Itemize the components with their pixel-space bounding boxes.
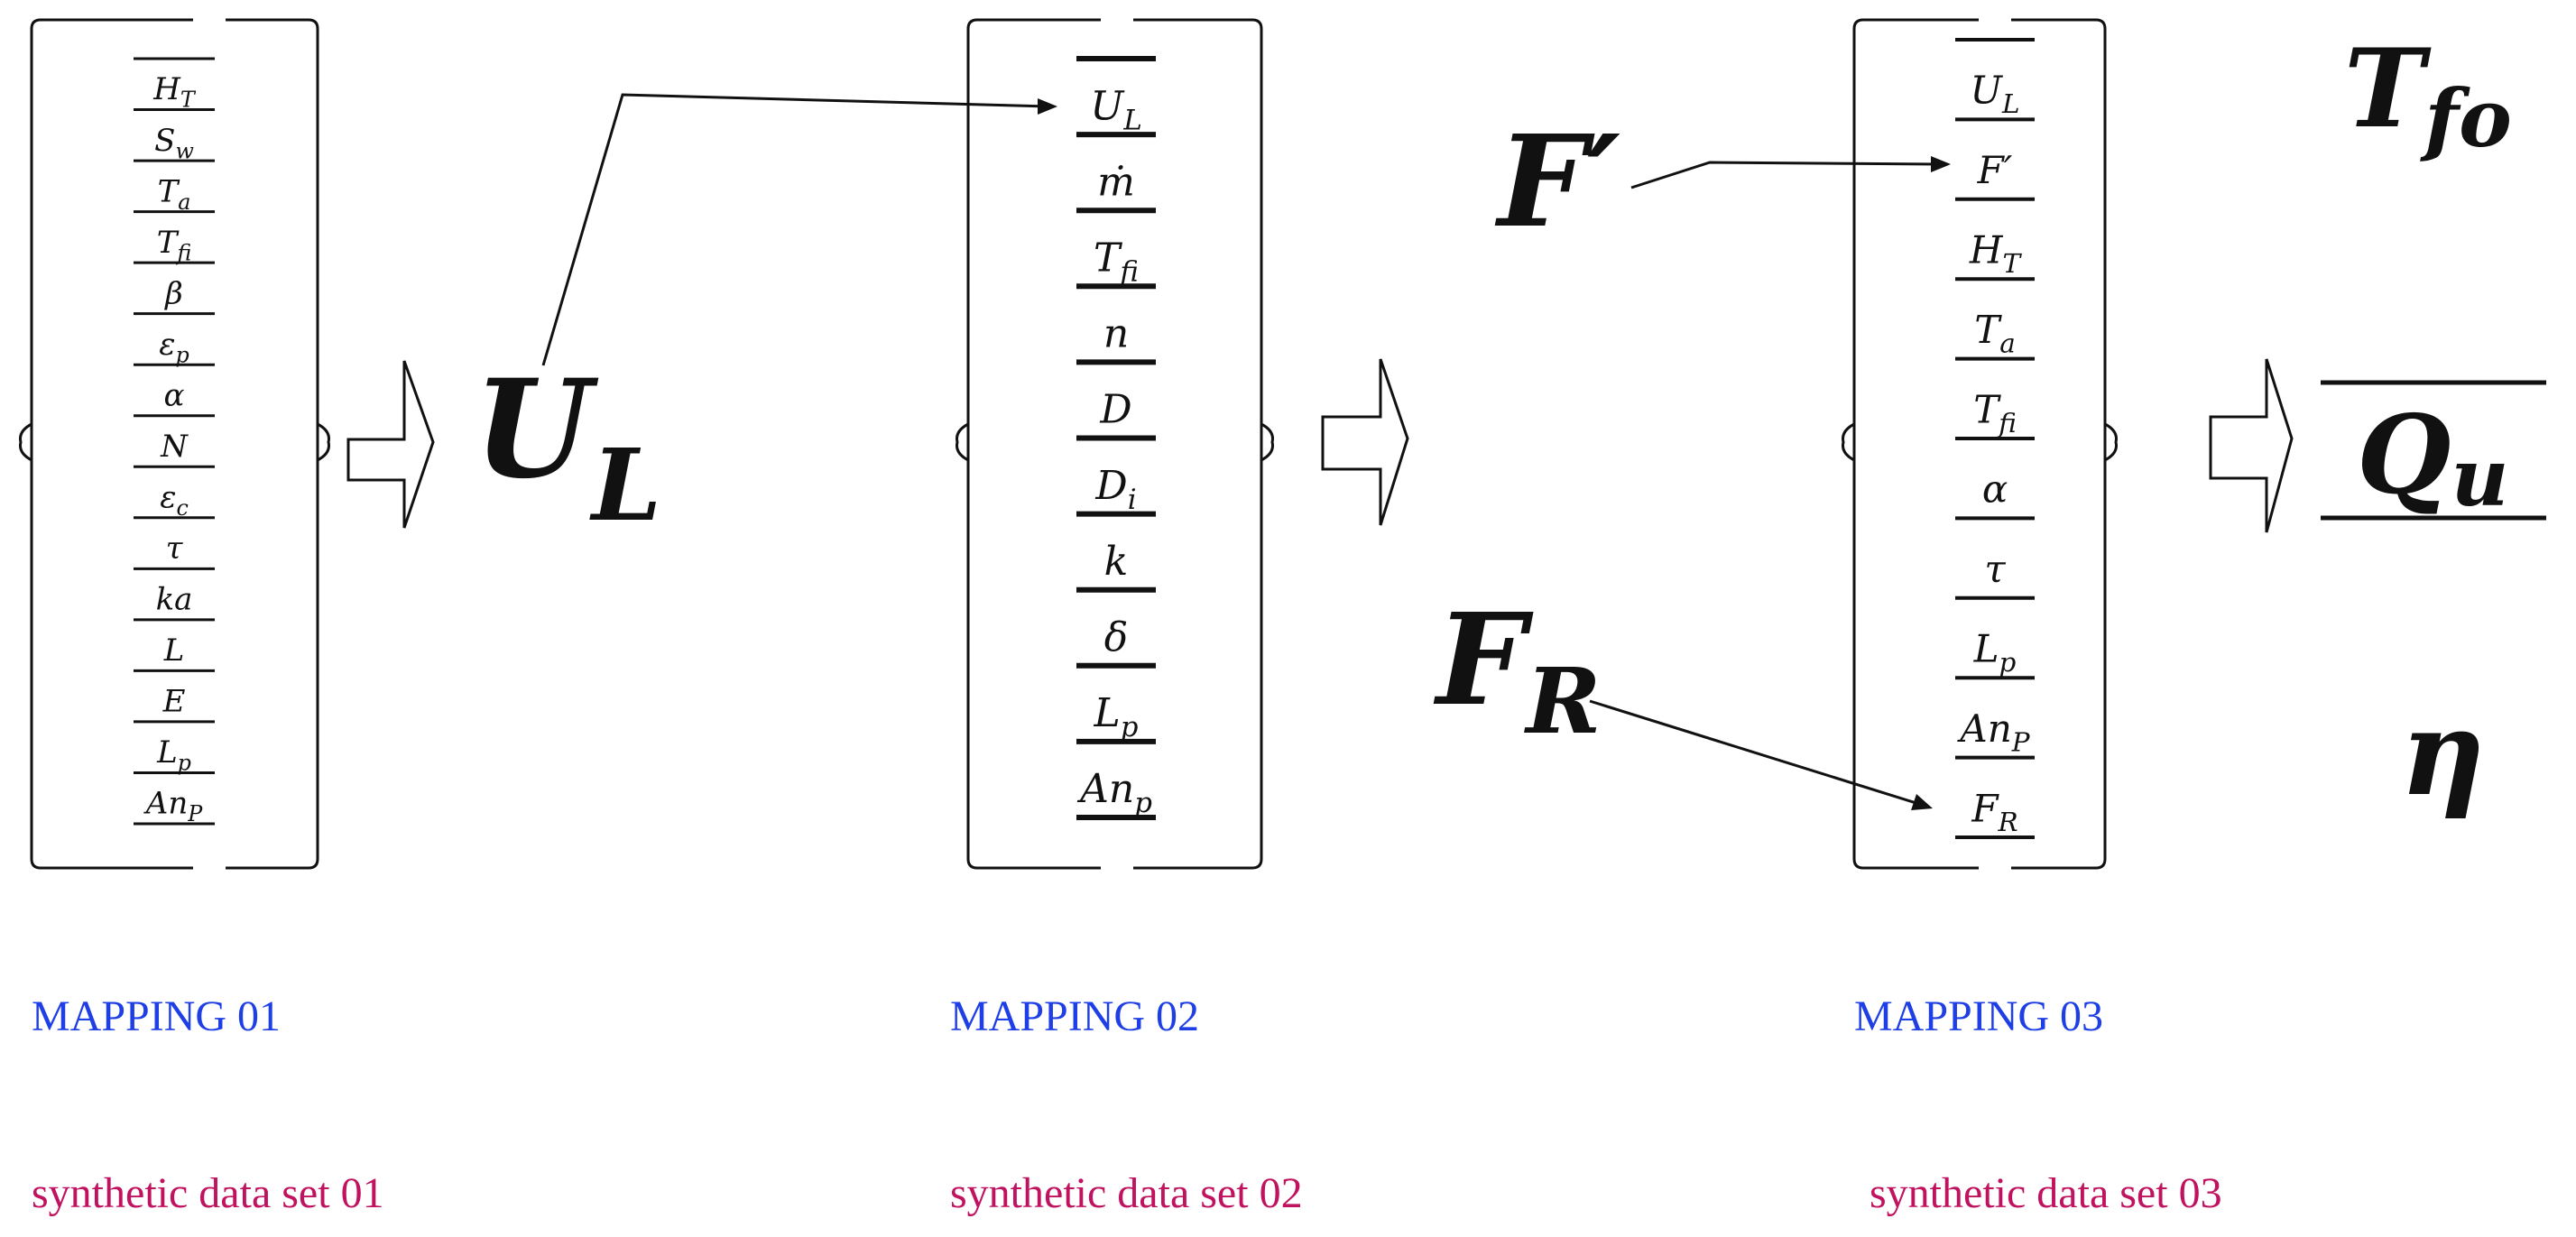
mapping-1-box — [30, 18, 319, 870]
list-item: Ta — [1974, 308, 2016, 359]
list-item: α — [1982, 467, 2008, 512]
dataset-1-label: synthetic data set 01 — [32, 1169, 384, 1217]
fprime-link-arrowhead — [1931, 156, 1951, 172]
list-item: Anp — [1076, 766, 1152, 819]
mapping-2-label: MAPPING 02 — [950, 992, 1199, 1040]
output-1-symbol: UL — [474, 350, 661, 543]
brace-left-1 — [19, 422, 32, 462]
list-item: FR — [1971, 786, 2017, 837]
flow-arrow-3 — [2209, 358, 2294, 533]
mapping-3-box — [1852, 18, 2107, 870]
mapping-1-label: MAPPING 01 — [32, 992, 281, 1040]
list-item: εc — [160, 479, 189, 521]
list-item: n — [1103, 311, 1129, 357]
list-item: N — [160, 429, 189, 465]
brace-left-2 — [956, 422, 969, 462]
mapping-3-label: MAPPING 03 — [1854, 992, 2103, 1040]
final-output-tfo: Tfo — [2344, 25, 2512, 165]
list-item: β — [163, 275, 183, 311]
brace-right-1 — [317, 422, 330, 462]
fprime-link-arrow — [1630, 161, 1941, 189]
list-item: L — [163, 632, 185, 669]
list-item: UL — [1090, 83, 1142, 136]
list-item: δ — [1104, 614, 1129, 660]
list-item: τ — [1984, 547, 2006, 591]
brace-right-2 — [1260, 422, 1274, 462]
fr-link-arrow — [1589, 699, 1923, 807]
list-item: AnP — [143, 786, 203, 827]
fr-link-arrowhead — [1911, 794, 1933, 810]
list-item: Lp — [156, 734, 191, 776]
mapping-2-box — [966, 18, 1263, 870]
list-item: Ta — [158, 173, 191, 215]
list-item: D — [1099, 387, 1131, 433]
list-item: AnP — [1956, 706, 2030, 758]
list-item: E — [162, 684, 186, 720]
flow-arrow-1 — [346, 360, 435, 529]
list-item: Tfi — [157, 225, 192, 266]
flow-arrow-2 — [1321, 358, 1409, 526]
list-item: α — [164, 377, 185, 413]
list-item: εp — [159, 327, 189, 368]
dataset-3-label: synthetic data set 03 — [1870, 1169, 2222, 1217]
dataset-2-label: synthetic data set 02 — [950, 1169, 1303, 1217]
brace-left-3 — [1842, 422, 1855, 462]
final-output-eta: η — [2400, 684, 2486, 822]
brace-right-3 — [2104, 422, 2118, 462]
list-item: Di — [1094, 463, 1136, 516]
output-2b-symbol: FR — [1433, 586, 1602, 754]
ul-link-arrow — [541, 93, 1049, 366]
list-item: Sw — [154, 123, 194, 164]
list-item: Tfi — [1094, 235, 1139, 288]
ul-link-arrowhead — [1038, 98, 1057, 115]
list-item: HT — [1969, 228, 2023, 280]
output-2a-symbol: F′ — [1494, 108, 1620, 256]
list-item: UL — [1971, 69, 2020, 120]
list-item: HT — [152, 71, 197, 113]
list-item: τ — [166, 531, 184, 567]
list-item: k — [1104, 539, 1129, 585]
list-item: F′ — [1977, 148, 2013, 192]
final-output-qu: Qu — [2357, 392, 2509, 524]
list-item: Lp — [1973, 627, 2017, 679]
list-item: ka — [156, 582, 193, 618]
list-item: ṁ — [1097, 159, 1135, 205]
list-item: Lp — [1094, 690, 1139, 743]
list-item: Tfi — [1973, 387, 2017, 438]
